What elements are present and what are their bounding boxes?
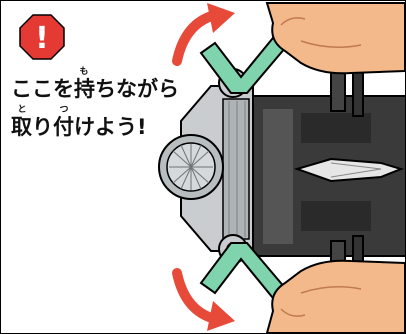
warning-glyph: ! bbox=[35, 21, 49, 56]
instruction-line-2: 取り付けよう! bbox=[11, 115, 147, 139]
hand-icon bbox=[265, 2, 405, 75]
rotate-arrow-icon bbox=[172, 268, 235, 331]
hand-icon bbox=[265, 259, 405, 333]
ruby-mochi: も bbox=[79, 66, 88, 77]
ruby-tsu: つ bbox=[59, 105, 68, 115]
instruction-text: も ここを持ちながら と つ 取り付けよう! bbox=[11, 66, 179, 139]
ruby-to: と bbox=[17, 104, 26, 115]
rotate-arrow-icon bbox=[172, 3, 235, 66]
warning-octagon-icon: ! bbox=[19, 14, 65, 60]
instruction-line-1: ここを持ちながら bbox=[11, 77, 179, 101]
toy-device-icon bbox=[158, 60, 405, 292]
